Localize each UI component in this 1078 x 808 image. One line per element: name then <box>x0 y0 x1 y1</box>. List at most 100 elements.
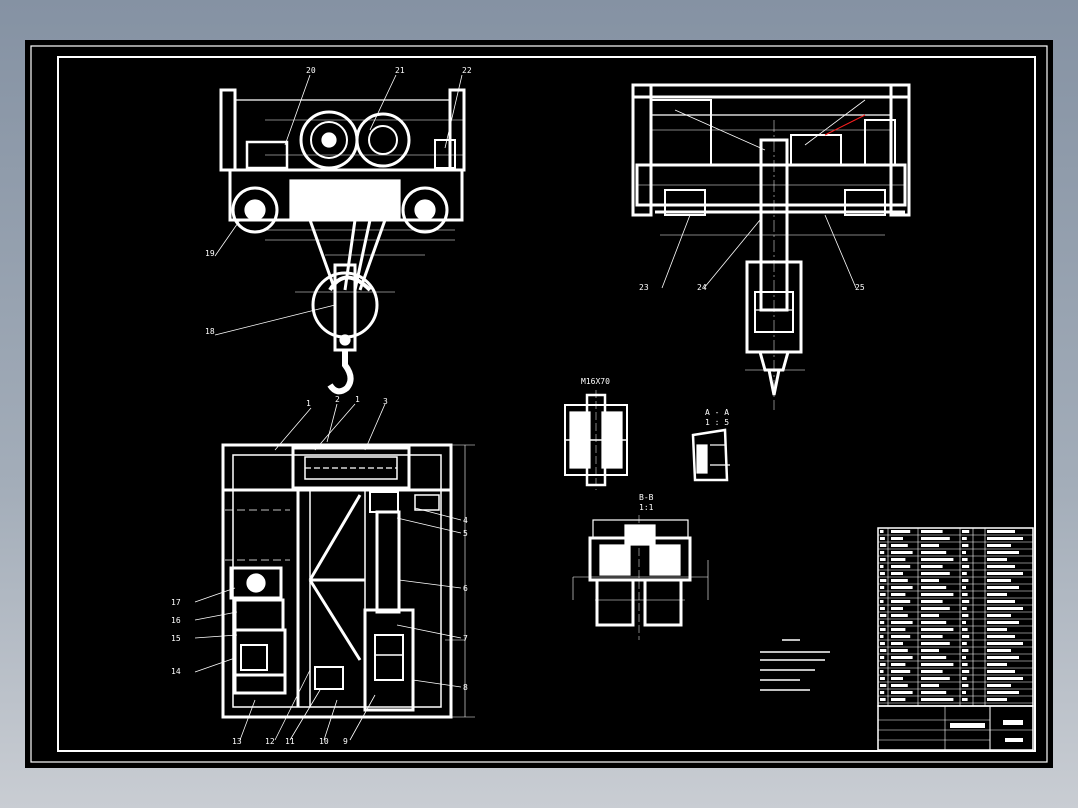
parts-cell-text <box>921 698 954 701</box>
balloon-23: 23 <box>639 283 649 292</box>
gear-section-view <box>564 390 628 490</box>
parts-cell-text <box>880 530 884 533</box>
parts-cell-text <box>891 593 906 596</box>
parts-cell-text <box>891 537 903 540</box>
parts-cell-text <box>921 565 943 568</box>
parts-cell-text <box>962 607 967 610</box>
section-bb-scale: 1:1 <box>639 503 654 512</box>
parts-cell-text <box>987 551 1019 554</box>
parts-cell-text <box>921 586 947 589</box>
parts-cell-text <box>880 614 887 617</box>
parts-cell-text <box>891 635 911 638</box>
parts-cell-text <box>987 663 1007 666</box>
parts-cell-text <box>921 579 939 582</box>
section-a-a-view <box>691 428 730 482</box>
parts-cell-text <box>921 572 950 575</box>
parts-cell-text <box>880 642 885 645</box>
parts-cell-text <box>891 621 913 624</box>
parts-cell-text <box>921 537 950 540</box>
parts-cell-text <box>880 558 886 561</box>
parts-cell-text <box>891 551 913 554</box>
balloon-14: 14 <box>171 667 181 676</box>
parts-cell-text <box>880 663 886 666</box>
balloon-4: 4 <box>463 516 468 525</box>
parts-cell-text <box>987 614 1011 617</box>
parts-cell-text <box>880 579 887 582</box>
section-b-b-view <box>572 515 709 640</box>
parts-cell-text <box>921 628 954 631</box>
leader-lines <box>194 74 857 741</box>
parts-cell-text <box>987 537 1023 540</box>
parts-cell-text <box>921 607 950 610</box>
parts-cell-text <box>921 663 954 666</box>
section-bb-label: B-B <box>639 493 654 502</box>
balloon-8: 8 <box>463 683 468 692</box>
parts-cell-text <box>987 593 1007 596</box>
parts-cell-text <box>962 600 970 603</box>
balloon-17: 17 <box>171 598 181 607</box>
parts-cell-text <box>962 614 969 617</box>
parts-cell-text <box>880 572 885 575</box>
parts-cell-text <box>962 677 967 680</box>
parts-cell-text <box>880 684 887 687</box>
parts-cell-text <box>962 621 966 624</box>
cad-drawing: 20 21 22 19 18 23 24 25 1 2 1 3 4 5 6 7 … <box>30 45 1048 763</box>
parts-cell-text <box>921 649 939 652</box>
parts-cell-text <box>987 607 1023 610</box>
parts-cell-text <box>880 586 885 589</box>
balloon-18: 18 <box>205 327 215 336</box>
parts-cell-text <box>962 586 966 589</box>
parts-cell-text <box>880 600 884 603</box>
gear-label: M16X70 <box>581 377 610 386</box>
parts-cell-text <box>921 593 954 596</box>
parts-cell-text <box>891 670 911 673</box>
balloon-2: 2 <box>335 395 340 404</box>
balloon-24: 24 <box>697 283 707 292</box>
balloon-6: 6 <box>463 584 468 593</box>
balloon-3: 3 <box>383 397 388 406</box>
balloon-12: 12 <box>265 737 275 746</box>
balloon-5: 5 <box>463 529 468 538</box>
parts-cell-text <box>921 621 947 624</box>
view-labels: M16X70 A - A 1 : 5 B-B 1:1 <box>581 377 729 512</box>
parts-cell-text <box>987 628 1007 631</box>
parts-cell-text <box>891 684 908 687</box>
section-aa-label: A - A <box>705 408 729 417</box>
parts-cell-text <box>921 684 939 687</box>
balloon-1b: 1 <box>355 395 360 404</box>
parts-cell-text <box>891 586 913 589</box>
parts-cell-text <box>987 558 1007 561</box>
parts-cell-text <box>880 537 885 540</box>
balloon-1: 1 <box>306 399 311 408</box>
parts-cell-text <box>962 565 970 568</box>
balloon-10: 10 <box>319 737 329 746</box>
parts-cell-text <box>880 656 885 659</box>
parts-cell-text <box>962 530 970 533</box>
section-aa-scale: 1 : 5 <box>705 418 729 427</box>
parts-cell-text <box>987 600 1015 603</box>
parts-cell-text <box>962 593 968 596</box>
parts-cell-text <box>921 530 943 533</box>
parts-cell-text <box>962 537 967 540</box>
parts-cell-text <box>880 670 884 673</box>
parts-cell-text <box>962 656 966 659</box>
balloon-11: 11 <box>285 737 295 746</box>
parts-cell-text <box>921 677 950 680</box>
balloon-13: 13 <box>232 737 242 746</box>
parts-cell-text <box>921 600 943 603</box>
drawing-sheet: 20 21 22 19 18 23 24 25 1 2 1 3 4 5 6 7 … <box>25 40 1053 768</box>
parts-cell-text <box>891 656 913 659</box>
parts-cell-text <box>962 635 970 638</box>
balloon-19: 19 <box>205 249 215 258</box>
parts-cell-text <box>921 691 947 694</box>
parts-cell-text <box>987 698 1007 701</box>
parts-cell-text <box>962 551 966 554</box>
parts-cell-text <box>962 670 970 673</box>
parts-cell-text <box>962 691 966 694</box>
parts-cell-text <box>891 607 903 610</box>
parts-cell-text <box>921 656 947 659</box>
title-block <box>877 705 1034 751</box>
parts-cell-text <box>921 670 943 673</box>
balloon-20: 20 <box>306 66 316 75</box>
parts-cell-text <box>880 635 884 638</box>
